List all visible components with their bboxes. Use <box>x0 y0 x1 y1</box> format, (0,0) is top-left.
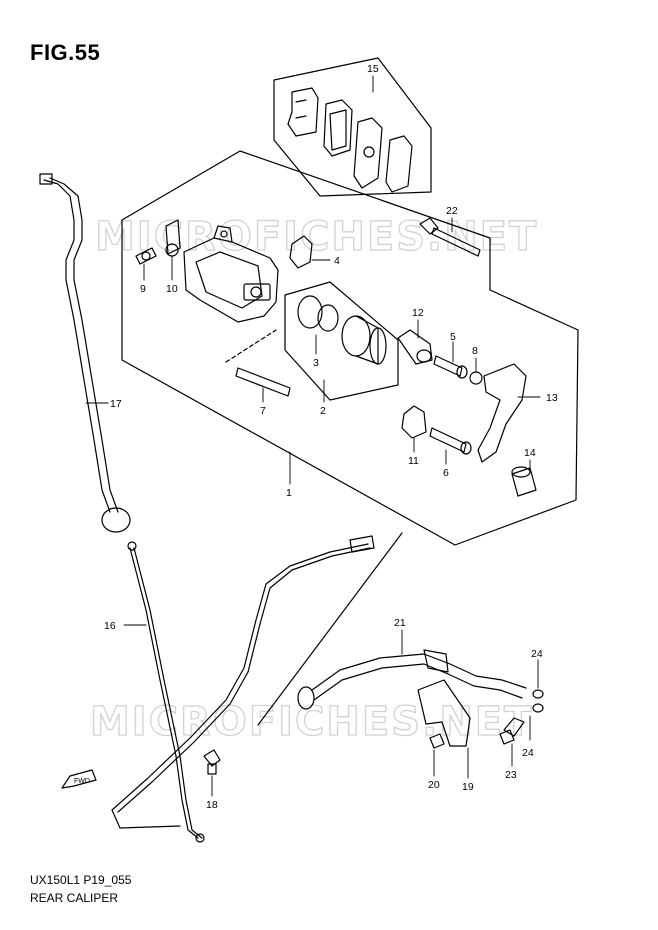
callout-8: 8 <box>472 345 478 357</box>
callout-14: 14 <box>524 447 536 459</box>
callout-15: 15 <box>367 63 379 75</box>
leader-lines <box>85 75 541 797</box>
caliper-bracket <box>477 363 527 463</box>
callout-17: 17 <box>110 398 122 410</box>
callout-7: 7 <box>260 405 266 417</box>
washer-24b <box>532 703 544 713</box>
boot-11 <box>401 405 427 439</box>
callout-2: 2 <box>320 405 326 417</box>
pin-6 <box>429 427 472 455</box>
bolt-20 <box>429 733 445 749</box>
callout-11: 11 <box>408 455 419 467</box>
caliper-bolt-22 <box>419 217 481 257</box>
piston <box>341 315 387 365</box>
pin-5 <box>433 355 468 379</box>
figure-caption: REAR CALIPER <box>30 891 119 905</box>
sleeve-14 <box>511 466 537 497</box>
callout-20: 20 <box>428 779 440 791</box>
brake-hose <box>39 173 131 533</box>
brake-pipe-long <box>111 535 375 829</box>
fwd-label: FWD <box>74 778 90 785</box>
figure-title: FIG.55 <box>30 40 101 65</box>
hose-leader <box>257 532 403 726</box>
callout-19: 19 <box>462 781 474 793</box>
bolt-23 <box>499 717 525 745</box>
bleeder-valve <box>135 247 157 265</box>
figure-code: UX150L1 P19_055 <box>30 873 132 887</box>
brake-pipe <box>127 541 205 843</box>
hose-clamp <box>417 679 471 747</box>
pad-pin <box>235 367 291 397</box>
callout-23: 23 <box>505 769 517 781</box>
callout-12: 12 <box>412 307 424 319</box>
callout-4: 4 <box>334 255 340 267</box>
callout-5: 5 <box>450 331 456 343</box>
brake-pads <box>287 87 413 193</box>
caliper-assembly-outline <box>121 150 579 546</box>
dash-leader <box>225 329 277 363</box>
piston-seals <box>297 295 339 332</box>
callout-1: 1 <box>286 487 292 499</box>
callout-13: 13 <box>546 392 558 404</box>
callout-9: 9 <box>140 283 146 295</box>
pad-set-outline <box>273 57 432 197</box>
pad-spring <box>289 235 313 269</box>
callout-6: 6 <box>443 467 449 479</box>
washer-24a <box>532 689 544 699</box>
callout-22: 22 <box>446 205 458 217</box>
callout-21: 21 <box>394 617 406 629</box>
callout-labels: 15 22 4 9 10 12 5 8 3 7 2 13 11 6 14 1 1… <box>104 63 558 811</box>
callout-16: 16 <box>104 620 116 632</box>
caliper-hose <box>297 649 527 710</box>
callout-24-top: 24 <box>531 648 543 660</box>
callout-18: 18 <box>206 799 218 811</box>
fwd-arrow: FWD <box>61 769 97 789</box>
callout-3: 3 <box>313 357 319 369</box>
caliper-body <box>183 225 279 323</box>
callout-10: 10 <box>166 283 178 295</box>
boot-12 <box>397 329 433 365</box>
callout-24-bottom: 24 <box>522 747 534 759</box>
washer-8 <box>469 371 483 385</box>
piston-set-outline <box>284 281 399 401</box>
bolt-18 <box>203 749 221 775</box>
